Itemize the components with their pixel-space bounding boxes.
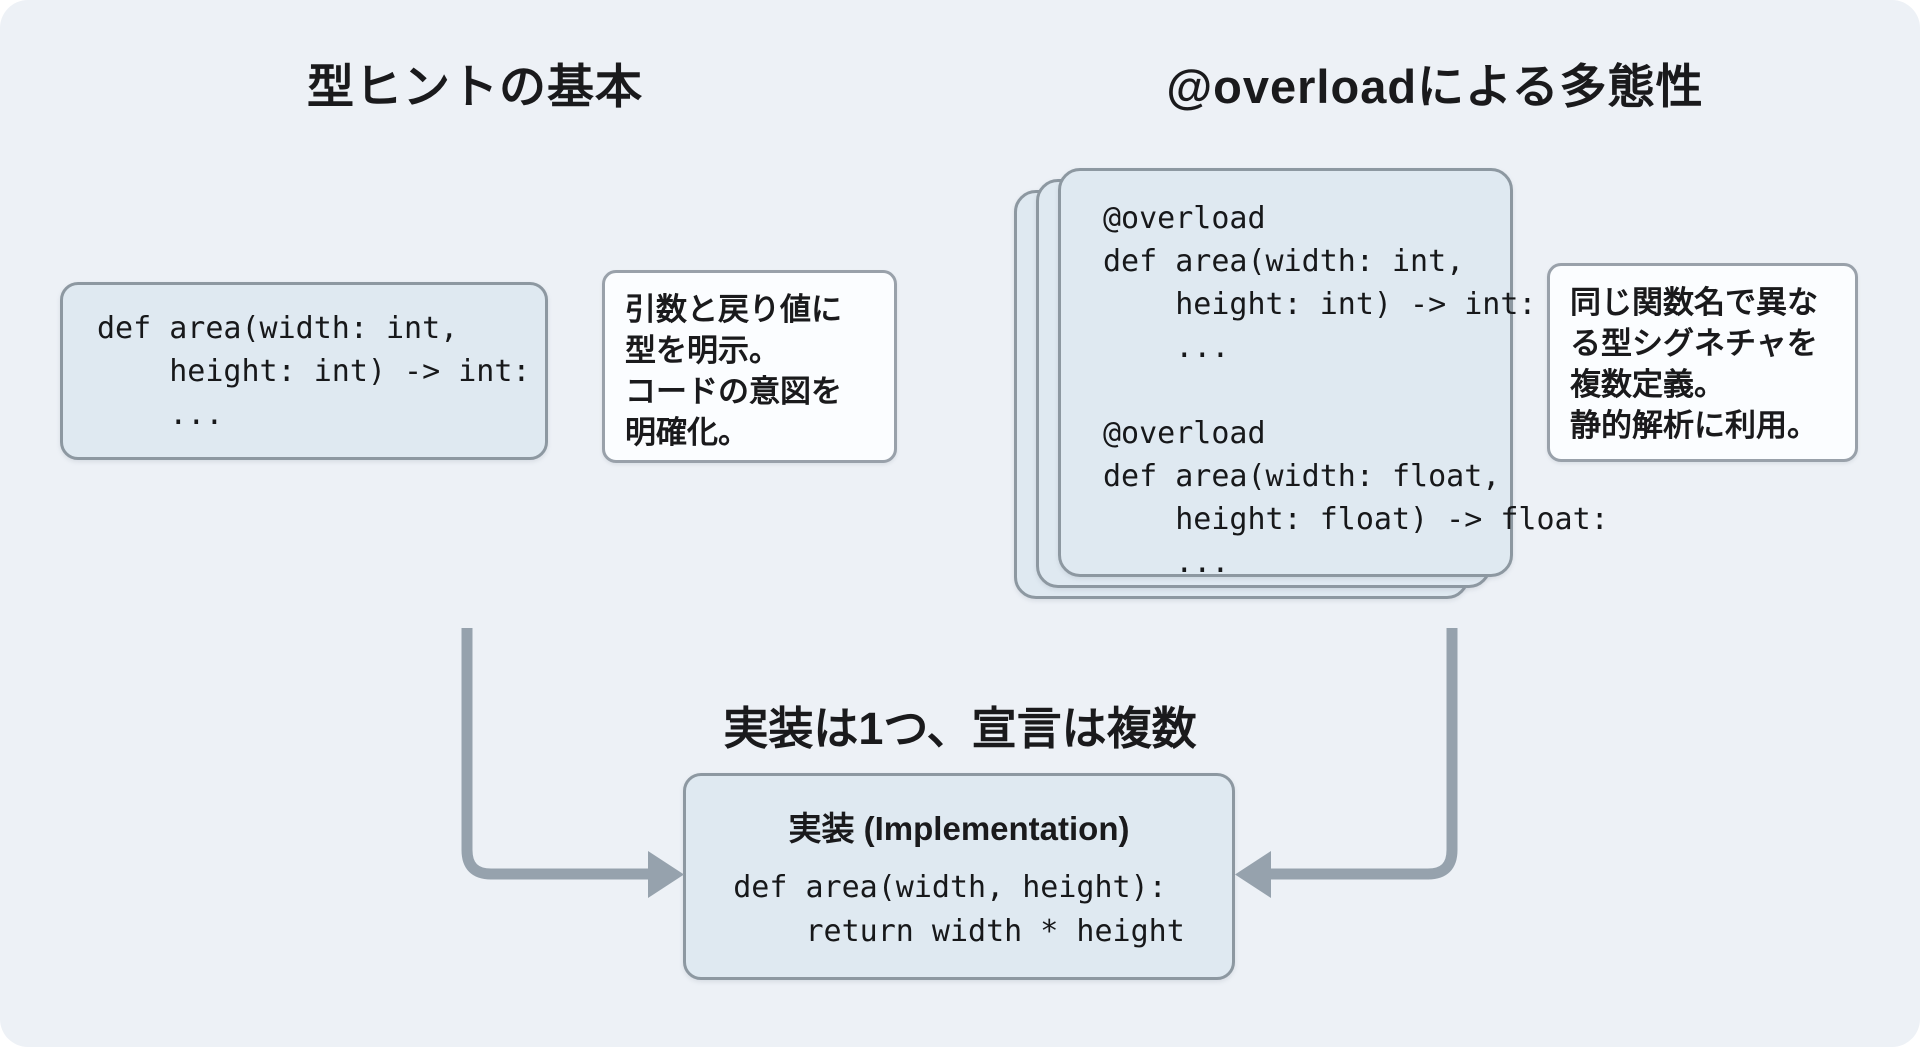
overload-code-card: @overload def area(width: int, height: i… — [1058, 168, 1609, 580]
type-hint-code: def area(width: int, height: int) -> int… — [97, 310, 531, 432]
right-section-title: @overloadによる多態性 — [1166, 60, 1704, 113]
type-hint-note-box: 引数と戻り値に 型を明示。 コードの意図を 明確化。 — [602, 270, 897, 463]
center-heading: 実装は1つ、宣言は複数 — [723, 703, 1197, 754]
type-hint-code-card: def area(width: int, height: int) -> int… — [60, 282, 548, 460]
arrow-left-to-implementation-icon — [461, 628, 684, 898]
implementation-box: 実装 (Implementation) def area(width, heig… — [683, 773, 1235, 980]
implementation-title: 実装 (Implementation) — [788, 810, 1130, 847]
overload-code: @overload def area(width: int, height: i… — [1103, 201, 1609, 580]
arrow-right-to-implementation-icon — [1235, 628, 1458, 898]
left-section-title: 型ヒントの基本 — [307, 60, 643, 113]
overload-note-box: 同じ関数名で異な る型シグネチャを 複数定義。 静的解析に利用。 — [1547, 263, 1858, 462]
implementation-code: def area(width, height): return width * … — [733, 870, 1185, 949]
